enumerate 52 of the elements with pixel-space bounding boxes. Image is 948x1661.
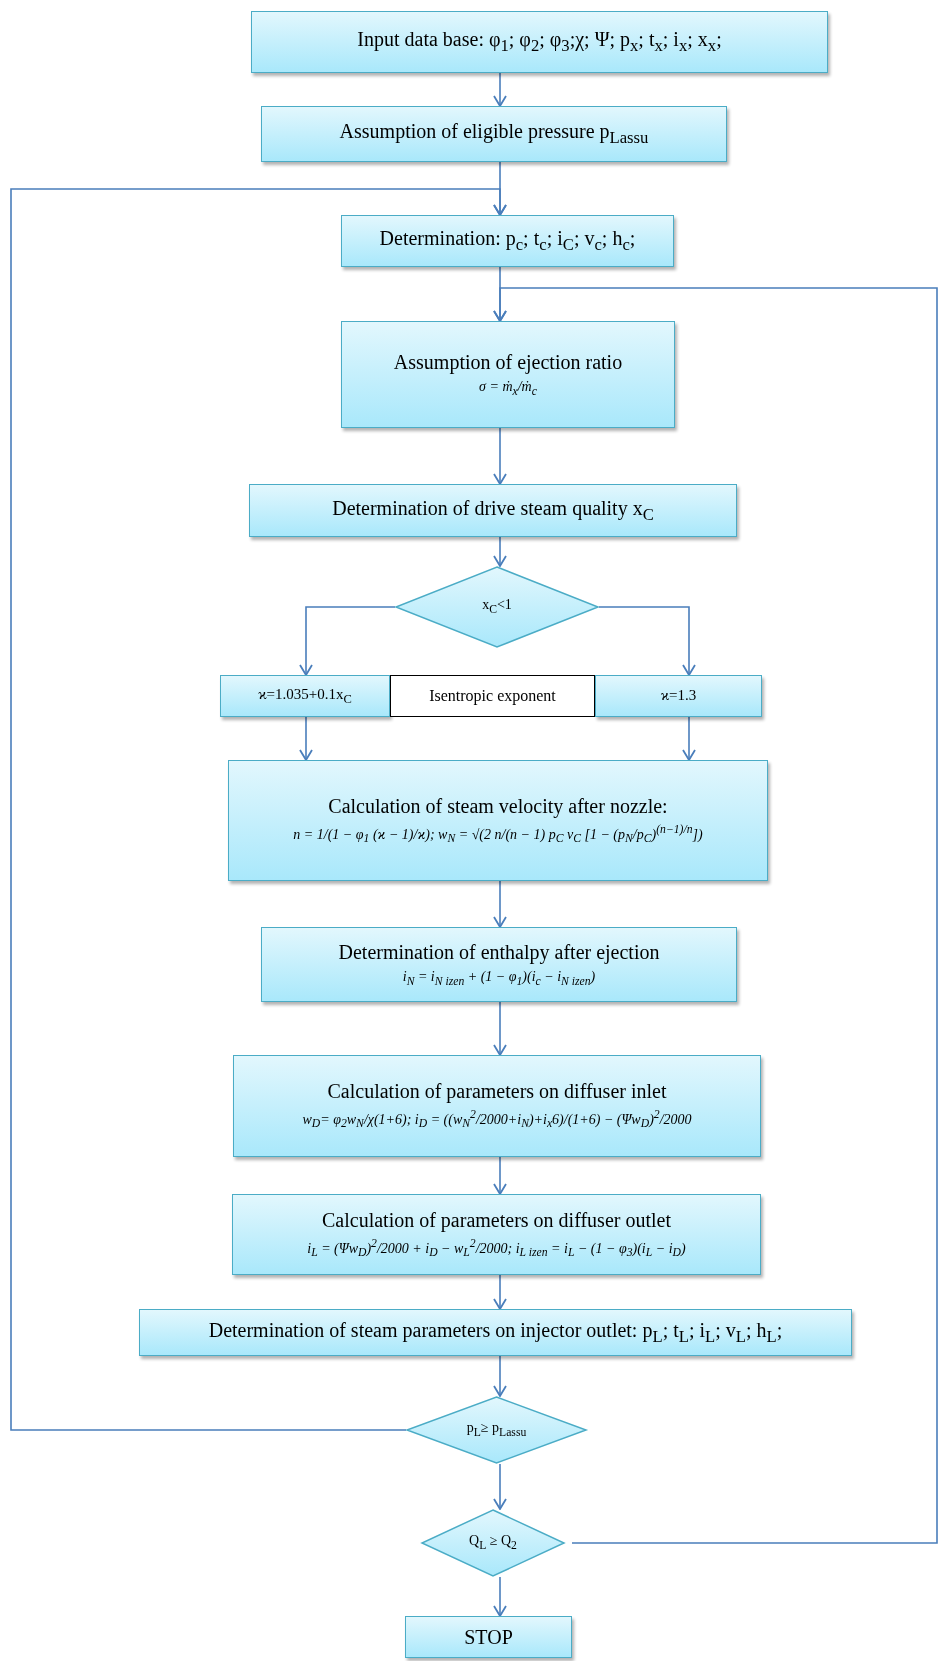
arrow xyxy=(299,716,313,761)
arrow xyxy=(682,716,696,761)
process-box xyxy=(232,1194,761,1275)
formula-text: i$_{L}$ = (Ψw$_{D}$)$^{2}$/2000 + i$_{D}$ − w$_{L}$$^{2}$/2000; i$_{L izen}$ = i$_{L}$ − (1 − φ$_{3}$)(i$_{L}$ − i$_{D}$) xyxy=(306,1235,687,1261)
arrow xyxy=(493,1001,507,1056)
formula-text: i$_{N}$ = i$_{N izen}$ + (1 − φ$_{1}$)(i$_{c}$ − i$_{N izen}$) xyxy=(401,967,597,989)
step-text: Determination of steam parameters on injector outlet: p$_{L}$; t$_{L}$; i$_{L}$; v$_{L}$; h$_{L}$; xyxy=(207,1318,784,1347)
step-text: ϰ=1.3 xyxy=(659,687,698,705)
process-box xyxy=(341,321,675,428)
step-text: Isentropic exponent xyxy=(428,686,557,706)
process-box xyxy=(261,106,727,162)
arrow xyxy=(493,1463,507,1510)
process-box xyxy=(228,760,768,881)
step-text: STOP xyxy=(463,1625,514,1649)
step-text: Determination: p$_{c}$; t$_{c}$; i$_{C}$; v$_{c}$; h$_{c}$; xyxy=(378,227,637,255)
process-box xyxy=(220,675,390,717)
step-text: ϰ=1.035+0.1x$_{C}$ xyxy=(257,685,353,707)
arrow xyxy=(493,1274,507,1310)
formula-text: σ = ṁ$_{x}$/ṁ$_{c}$ xyxy=(478,377,538,399)
arrow xyxy=(493,1355,507,1397)
arrow xyxy=(493,72,507,107)
arrow xyxy=(493,1156,507,1195)
step-text: Determination of enthalpy after ejection xyxy=(337,940,661,964)
arrow xyxy=(299,606,396,676)
step-text: Determination of drive steam quality x$_{C}$ xyxy=(331,496,655,525)
step-text: p$_{L}$≥ p$_{Lassu}$ xyxy=(465,1420,528,1440)
process-box xyxy=(595,675,762,717)
arrow xyxy=(493,287,938,1544)
step-text: Assumption of eligible pressure p$_{Lassu}$ xyxy=(338,120,650,148)
step-text: x$_{C}$<1 xyxy=(481,597,513,617)
step-text: Q$_{L}$ ≥ Q$_{2}$ xyxy=(468,1533,518,1553)
arrow xyxy=(493,427,507,485)
step-text: Calculation of steam velocity after nozzle: xyxy=(327,794,669,818)
step-text: Assumption of ejection ratio xyxy=(392,350,624,374)
arrow xyxy=(598,606,696,676)
process-box xyxy=(139,1309,852,1356)
step-text: Calculation of parameters on diffuser inlet xyxy=(326,1080,668,1104)
process-box xyxy=(261,927,737,1002)
arrow xyxy=(493,1576,507,1617)
arrow xyxy=(10,188,507,1431)
process-box xyxy=(233,1055,761,1157)
step-text: Input data base: φ$_{1}$; φ$_{2}$; φ$_{3}$;χ; Ψ; p$_{x}$; t$_{x}$; i$_{x}$; x$_{x}$; xyxy=(356,28,723,56)
formula-text: n = 1/(1 − φ$_{1}$ (ϰ − 1)/ϰ); w$_{N}$ = √(2 n/(n − 1) p$_{C}$ v$_{C}$ [1 − (p$_{N}$/p$_{C}$)$^{(n−1)/n}$]) xyxy=(292,821,704,847)
process-box xyxy=(251,11,828,73)
process-box xyxy=(405,1616,572,1658)
process-box xyxy=(341,215,674,267)
process-box xyxy=(249,484,737,537)
arrow xyxy=(493,880,507,928)
formula-text: w$_{D}$= φ$_{2}$w$_{N}$/χ(1+6); i$_{D}$ = ((w$_{N}$$^{2}$/2000+i$_{N}$)+i$_{x}$6)/(1+6) − (Ψw$_{D}$)$^{2}$/2000 xyxy=(301,1107,693,1132)
label-box xyxy=(390,675,595,717)
step-text: Calculation of parameters on diffuser outlet xyxy=(321,1208,672,1232)
arrow xyxy=(493,536,507,567)
